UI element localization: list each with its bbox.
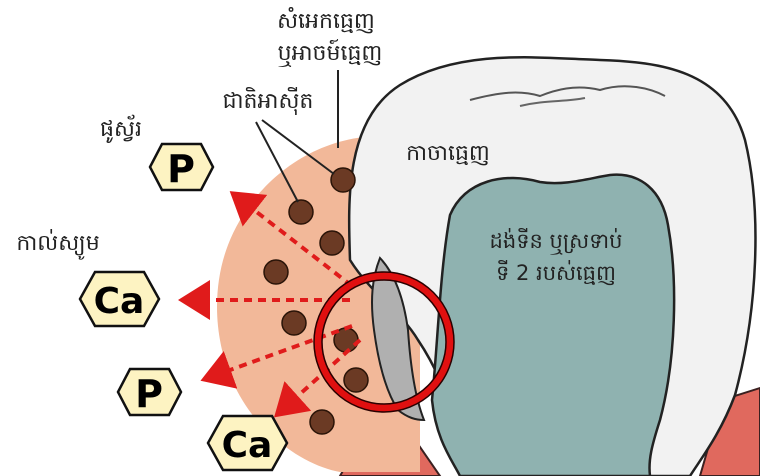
- label-plaque-line2: ឬអាចម៍ធ្មេញ: [278, 39, 383, 68]
- label-dentin-line1: ដង់ទីន ឬស្រទាប់: [490, 228, 623, 255]
- label-dentin-line2: ទី 2 របស់ធ្មេញ: [496, 260, 616, 286]
- mineral-symbol: P: [167, 147, 195, 191]
- acid-particle: [264, 260, 288, 284]
- label-plaque-line1: សំអេកធ្មេញ: [277, 7, 375, 34]
- acid-particle: [344, 368, 368, 392]
- mineral-calcium-bottom: Ca: [208, 416, 287, 470]
- acid-particle: [310, 410, 334, 434]
- label-acid: ជាតិអាស៊ីត: [223, 87, 314, 115]
- mineral-symbol: P: [135, 372, 163, 416]
- mineral-phosphorus-top: P: [150, 144, 213, 191]
- acid-particle: [331, 168, 355, 192]
- mineral-calcium-mid: Ca: [80, 272, 159, 326]
- mineral-symbol: Ca: [94, 281, 145, 322]
- label-calcium: កាល់ស្យូម: [16, 229, 99, 260]
- mineral-phosphorus-bottom: P: [118, 369, 181, 416]
- acid-particle: [289, 200, 313, 224]
- label-phosphorus: ផូស្វ័រ: [100, 114, 142, 143]
- label-enamel: កាចាធ្មេញ: [406, 141, 490, 166]
- mineral-symbol: Ca: [222, 425, 273, 466]
- acid-particle: [320, 231, 344, 255]
- dentin-layer: [432, 175, 674, 476]
- acid-particle: [282, 311, 306, 335]
